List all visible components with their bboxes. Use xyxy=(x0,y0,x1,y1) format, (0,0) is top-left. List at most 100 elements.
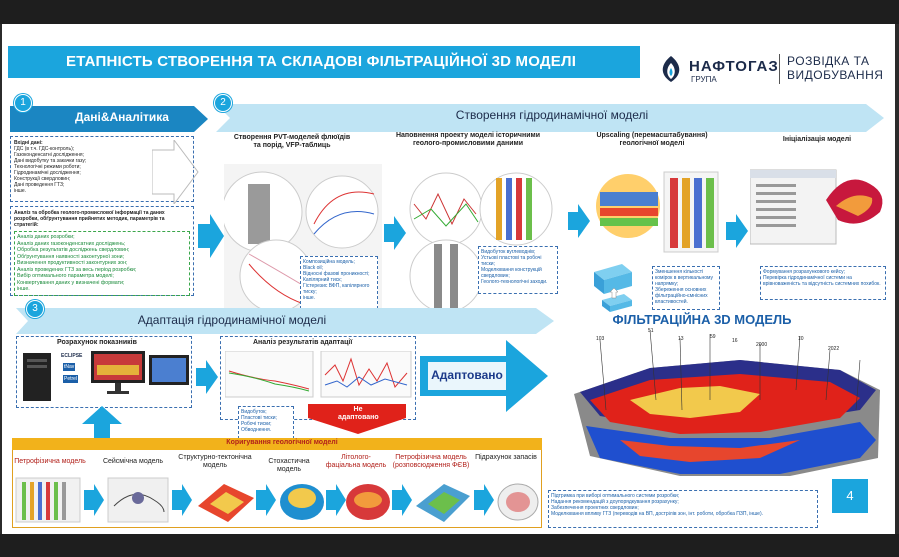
not-adapted-arrow xyxy=(308,404,406,434)
input-item: інше. xyxy=(14,188,27,194)
analysis-item: Вибір оптимального параметра моделі; xyxy=(17,273,114,279)
analysis-item: Обробка результатів досліджень свердлови… xyxy=(17,247,130,253)
arrow-history-to-upscaling xyxy=(568,204,590,238)
analysis-results-label: Аналіз результатів адаптації xyxy=(253,339,353,346)
calc-box: Розрахунок показників ECLIPSE tNav Petre… xyxy=(16,336,192,408)
well-label: 2022 xyxy=(828,346,840,352)
stage1-title: Дані&Аналітика xyxy=(75,110,169,124)
stage3-title: Адаптація гідродинамічної моделі xyxy=(137,313,327,327)
analysis-item: Конвертування даних у визначені формати; xyxy=(17,279,125,286)
input-item: Технологічні режими роботи; xyxy=(14,164,81,170)
arrow-calc-to-analysis xyxy=(196,360,218,394)
upscaling-note: Зменшення кількості комірок в вертикальн… xyxy=(655,269,714,287)
filtration-title: ФІЛЬТРАЦІЙНА 3D МОДЕЛЬ xyxy=(612,312,792,327)
filtration-notes: Підтримка при виборі оптимального систем… xyxy=(548,490,818,528)
software-petrel: Petrel xyxy=(63,375,79,383)
page-number: 4 xyxy=(832,479,868,513)
not-adapted-label: Не адаптовано xyxy=(338,406,379,421)
filtration-3d-model xyxy=(574,330,880,476)
stage2-title: Створення гідродинамічної моделі xyxy=(455,108,649,122)
geo-step-title: Літолого-фаціальна модель xyxy=(325,454,387,469)
stage1-number: 1 xyxy=(14,94,32,112)
stage3-number: 3 xyxy=(26,300,44,318)
input-item: Дані видобутку та закачки газу; xyxy=(14,158,87,164)
logo-divider xyxy=(779,54,780,84)
geo-model-box xyxy=(12,438,542,528)
well-label: 51 xyxy=(648,328,654,334)
stage2-band xyxy=(216,104,884,132)
well-label: 13 xyxy=(678,336,684,342)
geo-step-title: Підрахунок запасів xyxy=(475,454,537,461)
analysis-item: інше. xyxy=(17,286,30,292)
input-data-box: Вхідні дані: ГДС (в т.ч. ГДС-контроль); … xyxy=(10,136,194,202)
pvt-note: інше. xyxy=(303,295,316,301)
history-note: Моделювання конструкцій свердловин; xyxy=(481,267,542,279)
slide-title: ЕТАПНІСТЬ СТВОРЕННЯ ТА СКЛАДОВІ ФІЛЬТРАЦ… xyxy=(8,46,640,78)
well-label: 10 xyxy=(798,336,804,342)
pvt-note: Композиційна модель; xyxy=(303,259,355,265)
input-item: Конструкції свердловин; xyxy=(14,176,71,182)
history-note: Видобуток вуглеводнів; xyxy=(481,249,536,255)
step-history-title: Наповнення проекту моделі історичними ге… xyxy=(395,132,541,147)
filtration-note: Підтримка при виборі оптимального систем… xyxy=(551,493,680,499)
well-label: 2000 xyxy=(756,342,768,348)
init-note: Формування розрахункового кейсу; xyxy=(763,269,845,275)
well-label: 59 xyxy=(710,334,716,340)
input-arrow xyxy=(152,140,199,204)
geo-model-title: Коригування геологічної моделі xyxy=(226,439,338,446)
calc-label: Розрахунок показників xyxy=(57,339,137,346)
geo-step-title: Петрофізична модель (розповсюдження ФЄВ) xyxy=(392,454,470,469)
step-pvt-title: Створення PVT-моделей флюїдів та порід, … xyxy=(233,134,351,149)
pvt-note: Капілярний тиск; xyxy=(303,277,342,283)
calc-up-arrow xyxy=(82,406,122,446)
history-charts-image xyxy=(406,164,556,319)
slide: ЕТАПНІСТЬ СТВОРЕННЯ ТА СКЛАДОВІ ФІЛЬТРАЦ… xyxy=(2,24,895,534)
analysis-box: Аналіз та обробка геолого-промислової ін… xyxy=(10,206,194,296)
initialization-image xyxy=(750,160,888,256)
history-notes: Видобуток вуглеводнів; Устьові пластові … xyxy=(478,246,558,294)
init-notes: Формування розрахункового кейсу; Перевір… xyxy=(760,266,886,300)
logo-brand: НАФТОГАЗ xyxy=(689,58,779,75)
step-init-title: Ініціалізація моделі xyxy=(782,136,852,143)
pvt-note: Відносні фазові проникності; xyxy=(303,271,370,277)
step-upscaling-title: Upscaling (перемасштабування) геологічно… xyxy=(596,132,708,147)
geo-model-header xyxy=(12,438,542,450)
geo-step-title: Петрофізична модель xyxy=(14,458,86,465)
arrow-upscaling-to-init xyxy=(726,214,748,248)
software-eclipse: ECLIPSE xyxy=(61,353,83,359)
workstation-icon xyxy=(23,353,51,401)
analysis-result-note: Видобуток; xyxy=(241,409,267,415)
software-tnav: tNav xyxy=(63,363,76,371)
init-note: Перевірка гідродинамічної системи на врі… xyxy=(763,275,881,287)
filtration-note: Надання рекомендацій з доупорядкування р… xyxy=(551,499,679,505)
pvt-note: Black oil; xyxy=(303,265,324,271)
pvt-notes: Композиційна модель; Black oil; Відносні… xyxy=(300,256,378,314)
analysis-result-note: Обводнення. xyxy=(241,427,272,433)
filtration-note: Моделювання впливу ГТЗ (переводів на ВП,… xyxy=(551,511,764,517)
flame-icon xyxy=(662,56,680,82)
arrow-pvt-to-history xyxy=(384,216,406,250)
analysis-item: Аналіз даних газоконденсатних досліджень… xyxy=(17,240,126,247)
geo-step-title: Сейсмічна модель xyxy=(102,458,164,465)
monitor-charts-icon xyxy=(91,351,189,394)
naftogaz-logo: НАФТОГАЗ ГРУПА РОЗВІДКА ТА ВИДОБУВАННЯ xyxy=(657,52,887,86)
upscaling-notes: Зменшення кількості комірок в вертикальн… xyxy=(652,266,720,310)
filtration-note: Забезпечення проектних свердловин; xyxy=(551,505,639,511)
pvt-note: Гістерезис ВФП, капілярного тиску; xyxy=(303,283,370,295)
analysis-result-note: Пластові тиски; xyxy=(241,415,277,421)
stage1-to-stage2-arrow xyxy=(198,214,224,258)
analysis-item: Аналіз даних розробки; xyxy=(17,234,75,240)
well-label: 16 xyxy=(732,338,738,344)
logo-division: РОЗВІДКА ТА ВИДОБУВАННЯ xyxy=(787,54,884,82)
input-data-heading: Вхідні дані: xyxy=(14,140,43,146)
upscaling-note: Збереження основних фільтраційно-ємнісни… xyxy=(655,287,708,305)
window-bottom-bar xyxy=(0,534,899,557)
analysis-results-notes: Видобуток; Пластові тиски; Робочі тиски;… xyxy=(238,406,294,444)
geo-step-title: Стохастична модель xyxy=(268,458,310,473)
geo-step-title: Структурно-тектонічна модель xyxy=(178,454,252,469)
analysis-result-note: Робочі тиски; xyxy=(241,421,272,427)
stage3-band xyxy=(16,308,554,334)
history-note: Устьові пластові та робочі тиски; xyxy=(481,255,542,267)
input-item: Газоконденсатні дослідження; xyxy=(14,152,85,158)
input-item: Гідродинамічні дослідження; xyxy=(14,170,81,176)
